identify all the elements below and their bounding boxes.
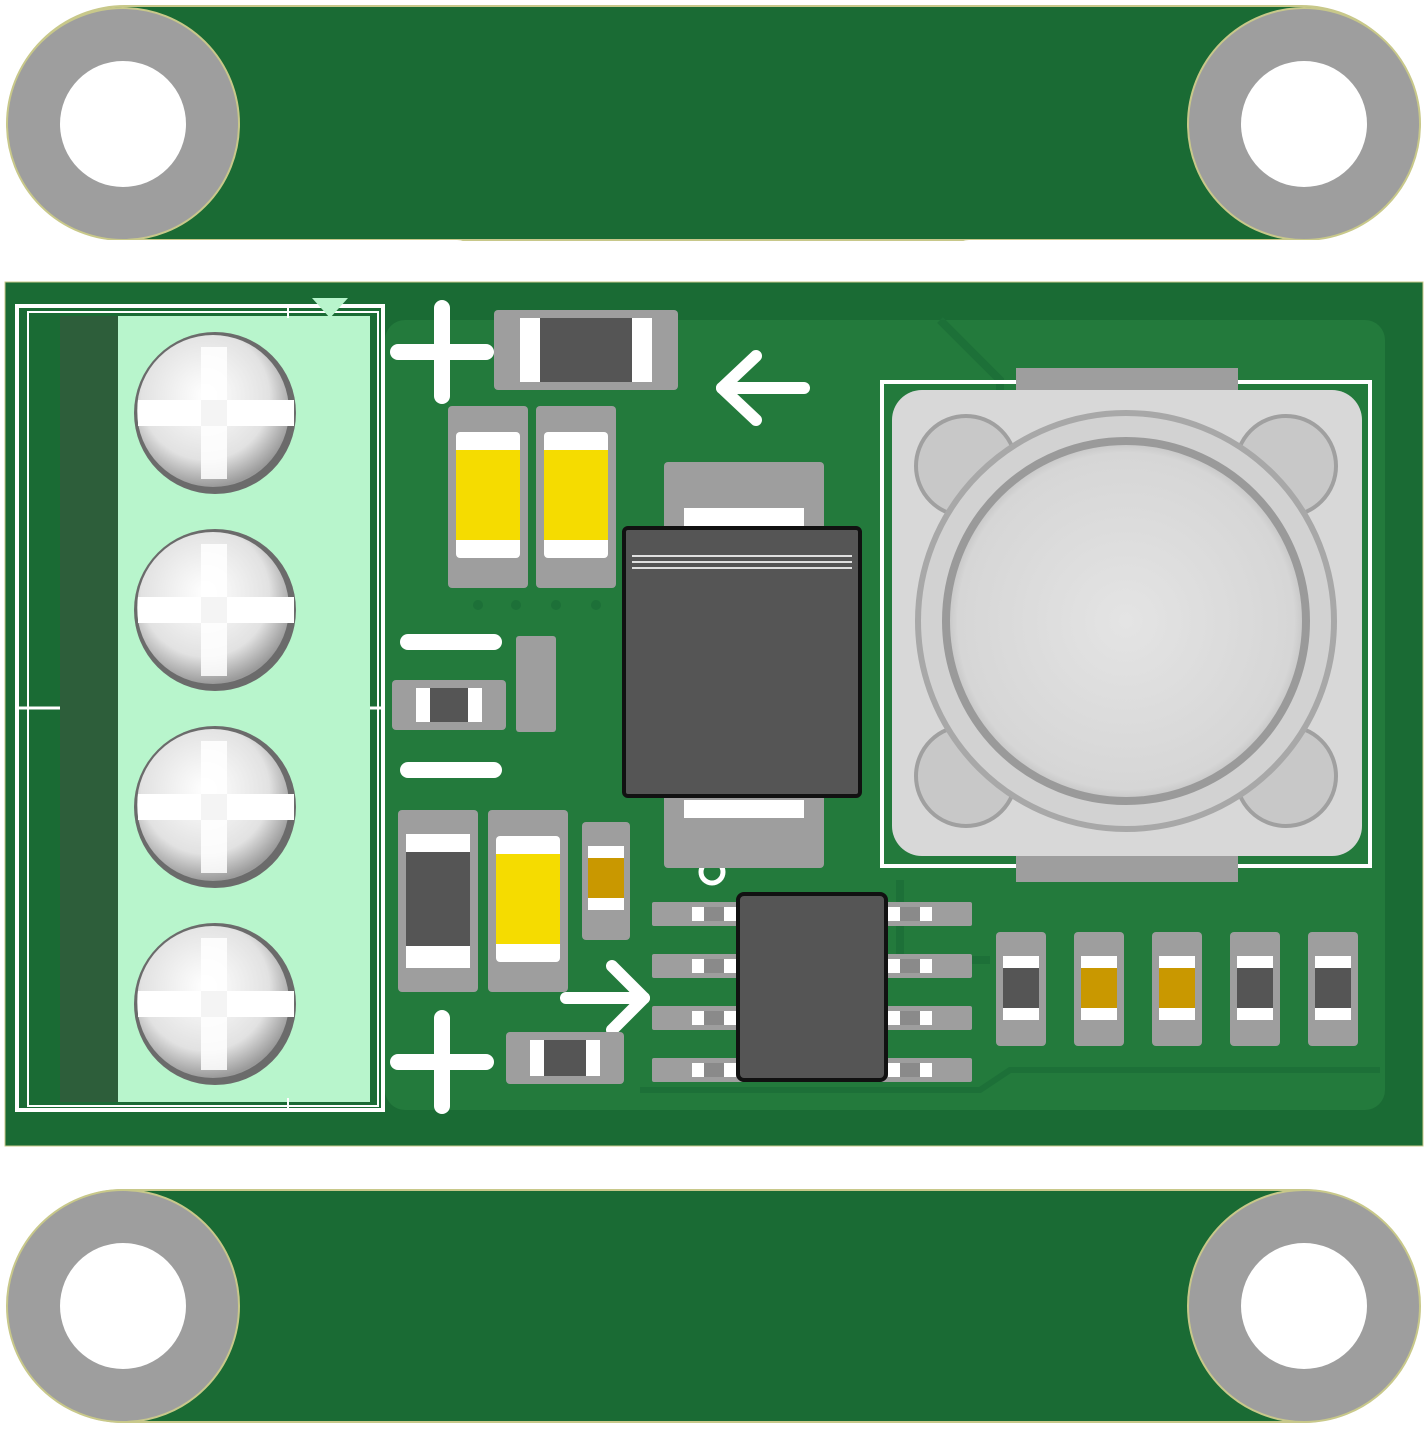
arrow-right-icon: [560, 960, 650, 1036]
mounting-hole-icon: [1187, 1189, 1421, 1423]
ic-pin-left: [652, 902, 744, 926]
ic-pin-right: [880, 954, 972, 978]
ic-pin-right: [880, 1058, 972, 1082]
ic-pins: [652, 902, 972, 1082]
resistor-r-small: [582, 822, 630, 940]
resistor-r-mid: [392, 680, 506, 730]
screws-group: [134, 332, 296, 1085]
power-diode: [622, 462, 862, 868]
minus-mark-b: [400, 762, 502, 778]
capacitor-c2: [536, 406, 616, 588]
ic-pin-left: [652, 1006, 744, 1030]
resistor-r-bottom: [506, 1032, 624, 1084]
screw-head-icon: [134, 529, 296, 691]
via-row: [473, 600, 601, 610]
arrow-left-icon: [716, 350, 810, 426]
capacitor-c1: [448, 406, 528, 588]
resistor-row-item: [1152, 932, 1202, 1046]
resistor-row-item: [1074, 932, 1124, 1046]
ic-pin-left: [652, 1058, 744, 1082]
screw-head-icon: [134, 726, 296, 888]
ic-pin-left: [652, 954, 744, 978]
resistor-row: [996, 932, 1358, 1046]
minus-mark-a: [400, 634, 502, 650]
resistor-row-item: [996, 932, 1046, 1046]
test-pad: [516, 636, 556, 732]
inductor-icon: [880, 368, 1372, 882]
mounting-hole-icon: [6, 1189, 240, 1423]
diode-top: [494, 310, 678, 390]
bottom-breakaway-tab: [7, 1189, 1419, 1423]
plus-mark-bottom: [390, 1010, 494, 1114]
top-breakaway-tab: [7, 5, 1419, 241]
resistor-row-item: [1308, 932, 1358, 1046]
ic-pin-right: [880, 1006, 972, 1030]
screw-head-icon: [134, 923, 296, 1085]
breakaway-slots: [0, 240, 1428, 1188]
mounting-hole-icon: [6, 7, 240, 241]
screw-head-icon: [134, 332, 296, 494]
capacitor-c3: [488, 810, 568, 992]
plus-mark-top: [390, 300, 494, 404]
mounting-hole-icon: [1187, 7, 1421, 241]
ic-pin-right: [880, 902, 972, 926]
chip-icon: [736, 892, 888, 1082]
resistor-row-item: [1230, 932, 1280, 1046]
diode-bottom: [398, 810, 478, 992]
